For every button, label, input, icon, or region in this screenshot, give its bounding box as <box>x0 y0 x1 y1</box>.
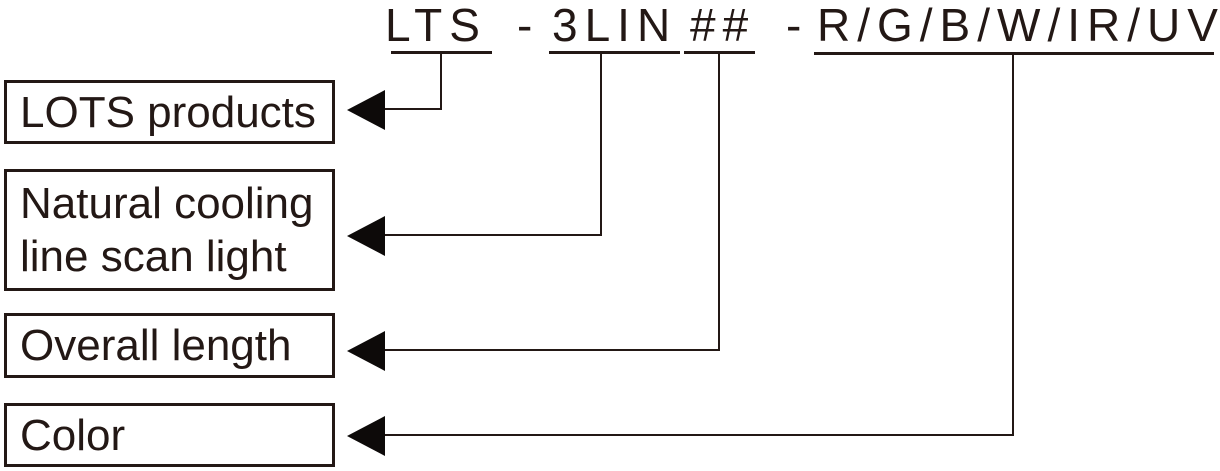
connector-series-vertical <box>600 54 602 236</box>
label-box-lots-products: LOTS products <box>4 80 335 144</box>
arrow-left-icon-natural-cooling <box>347 216 385 256</box>
underline-prefix <box>391 51 492 54</box>
label-box-overall-length: Overall length <box>4 313 335 378</box>
label-text-overall-length: Overall length <box>20 321 292 370</box>
arrow-left-icon-overall-length <box>347 331 385 371</box>
arrow-left-icon-lots-products <box>347 90 385 130</box>
label-box-color: Color <box>4 403 335 467</box>
label-text-lots-products: LOTS products <box>20 87 316 137</box>
connector-prefix-vertical <box>440 54 442 110</box>
underline-length <box>684 51 755 54</box>
connector-color-horizontal <box>382 434 1014 436</box>
code-separator-2: - <box>786 0 802 51</box>
connector-length-horizontal <box>382 349 720 351</box>
code-segment-length: ## <box>690 0 756 51</box>
code-separator-1: - <box>517 0 533 51</box>
arrow-left-icon-color <box>347 416 385 456</box>
connector-series-horizontal <box>382 234 602 236</box>
code-segment-color: R/G/B/W/IR/UV <box>817 0 1220 51</box>
connector-color-vertical <box>1012 54 1014 436</box>
label-box-natural-cooling: Natural cooling line scan light <box>4 169 335 291</box>
code-segment-series: 3LIN <box>552 0 678 51</box>
underline-series <box>549 51 680 54</box>
underline-color <box>814 52 1214 55</box>
connector-prefix-horizontal <box>382 108 442 110</box>
label-text-natural-cooling-line1: Natural cooling <box>20 179 314 228</box>
label-text-color: Color <box>20 410 126 460</box>
label-text-natural-cooling-line2: line scan light <box>20 232 287 281</box>
code-segment-prefix: LTS <box>385 0 487 51</box>
connector-length-vertical <box>718 54 720 351</box>
